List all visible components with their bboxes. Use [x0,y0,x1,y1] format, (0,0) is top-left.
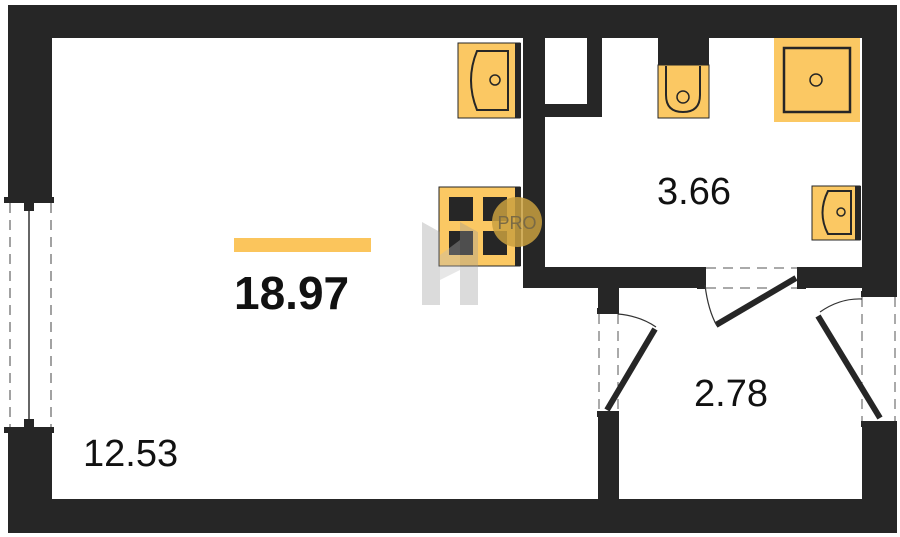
bathroom-area-label: 3.66 [657,171,731,213]
bottom-wall [8,499,897,533]
total-area-accent-bar [234,238,371,252]
shaft-wall [587,38,602,117]
kitchen-sink-icon [457,42,521,119]
right-wall-upper [862,5,897,293]
toilet-icon [657,38,710,119]
hall-wall-lower [598,415,619,533]
hall-wall-upper [598,288,619,310]
hallway-area-label: 2.78 [694,373,768,415]
shaft-wall-bottom [545,104,602,117]
bathroom-door [697,267,806,328]
bathroom-bottom-wall-right [806,267,876,288]
shower-tray-icon [774,38,860,122]
watermark-logo [422,222,478,305]
right-wall-lower [862,425,897,533]
pro-badge: PRO [492,197,542,247]
top-wall [8,5,897,38]
bathroom-bottom-wall-left [523,267,698,288]
bathroom-left-wall [523,38,545,288]
entrance-door [815,291,897,427]
window [4,197,54,433]
total-area-label: 18.97 [234,267,350,319]
left-wall-upper [8,5,52,200]
hall-left-door [597,308,658,417]
walls [8,5,897,533]
living-room-area-label: 12.53 [83,433,179,475]
pro-badge-text: PRO [497,213,536,233]
bathroom-sink-icon [811,185,861,241]
